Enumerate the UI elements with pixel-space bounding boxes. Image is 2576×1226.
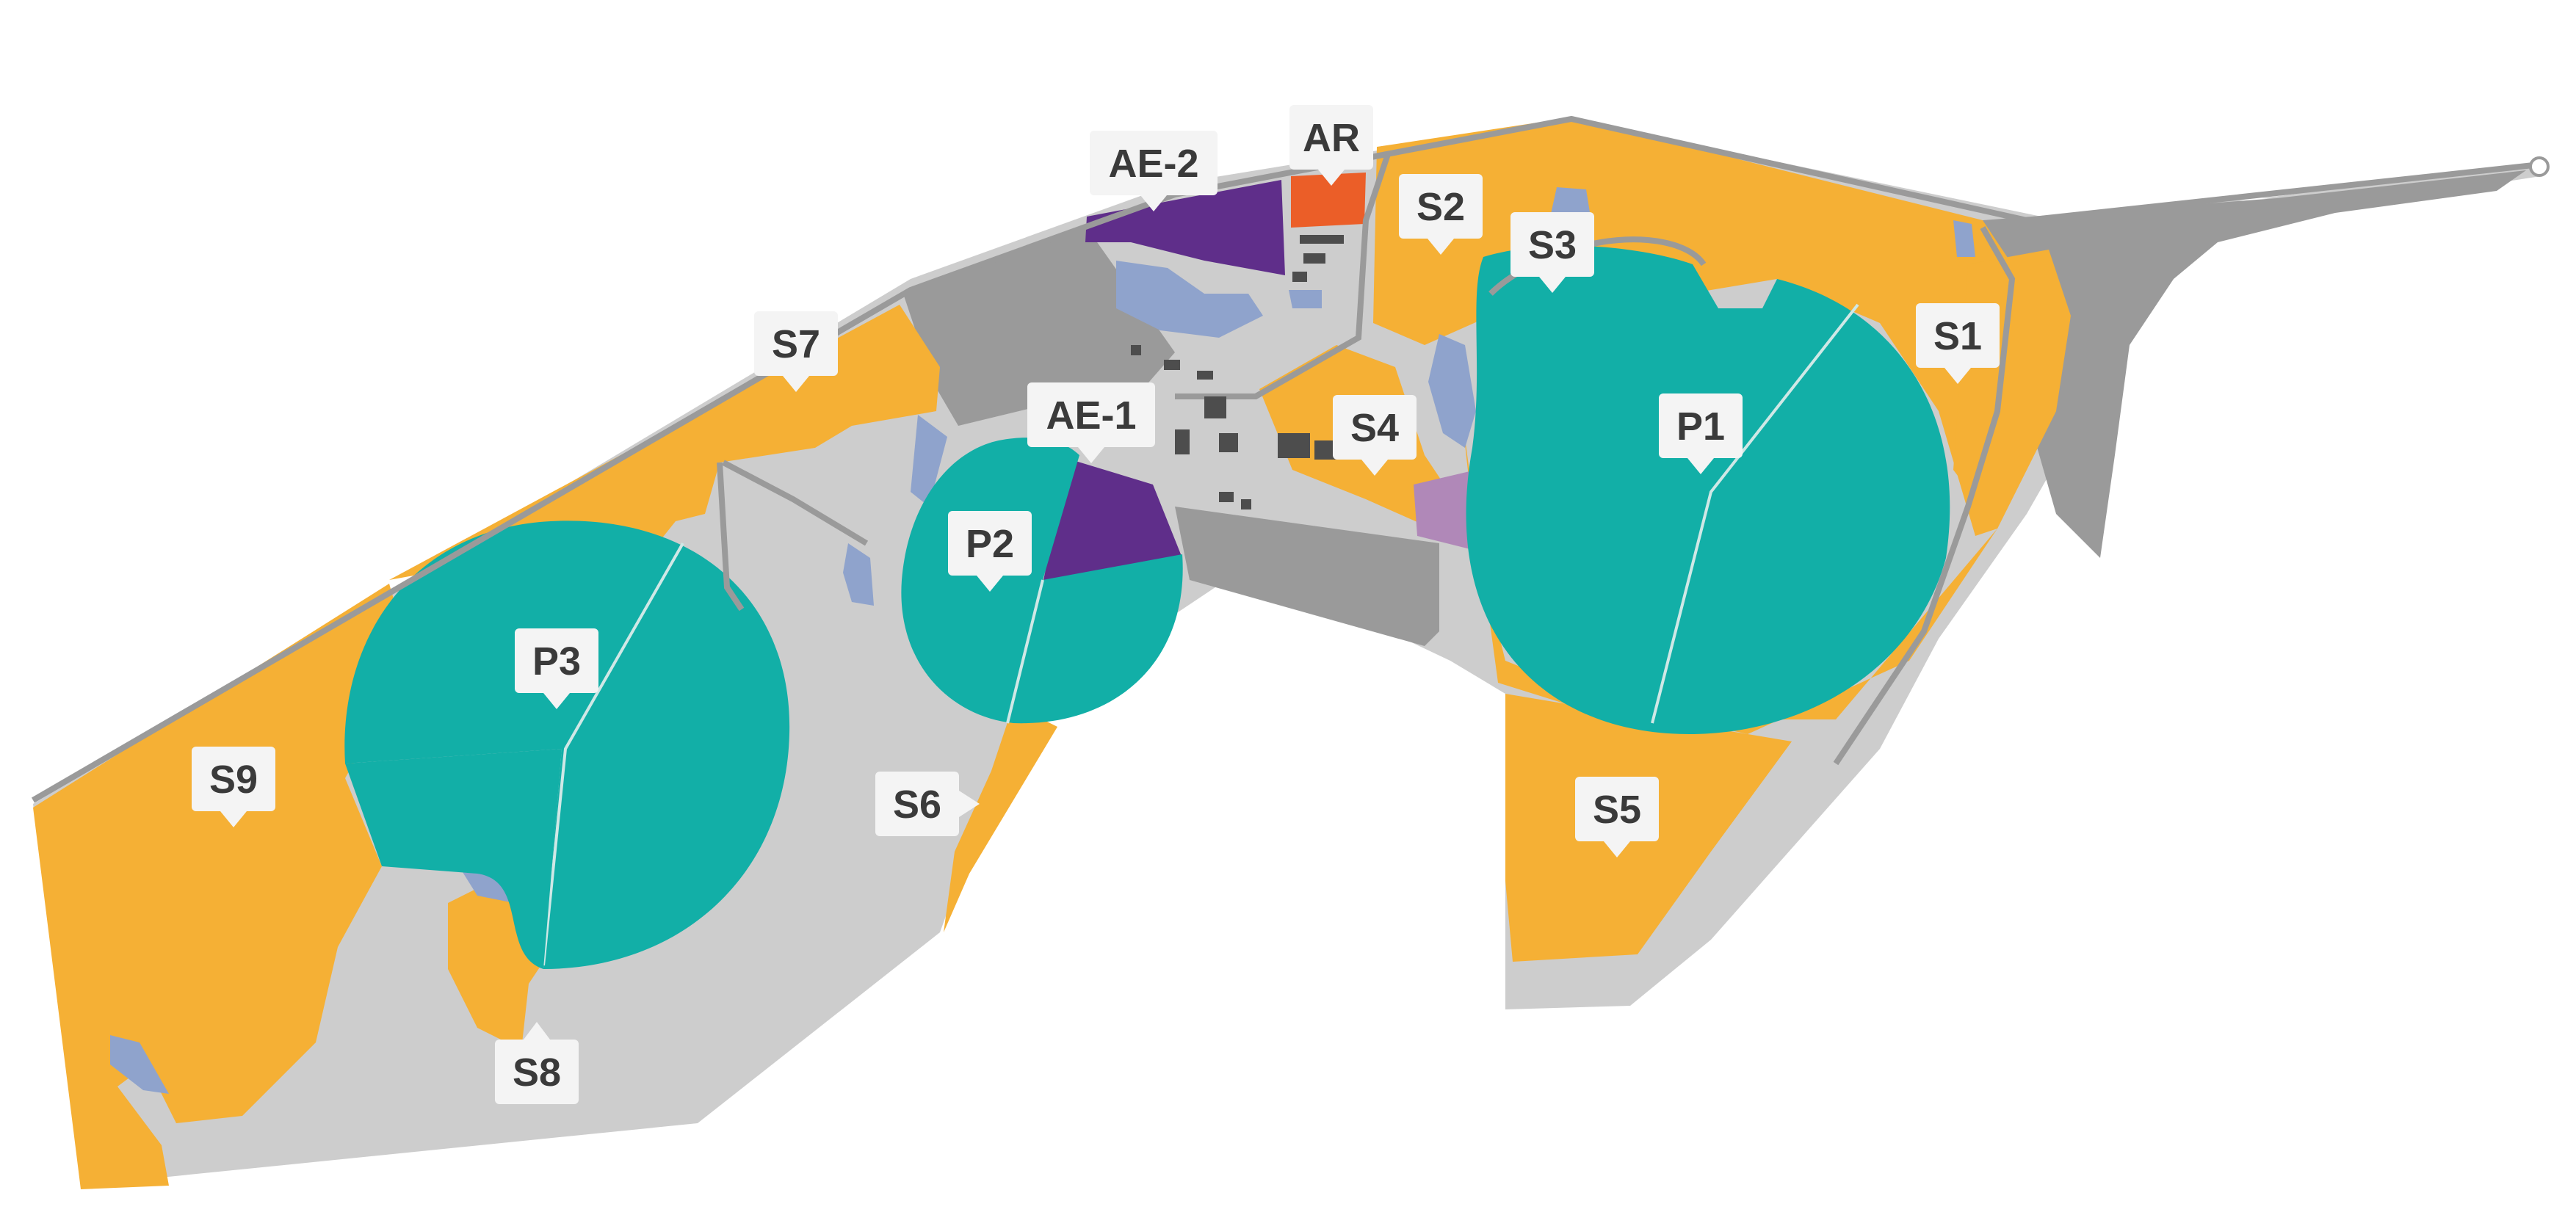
label-s2[interactable]: S2: [1399, 174, 1483, 255]
paved-northwest: [903, 228, 1175, 426]
road-internal-south: [717, 462, 745, 612]
label-s4[interactable]: S4: [1333, 395, 1417, 476]
zone-ae-2: [1085, 180, 1285, 275]
building: [1219, 492, 1234, 502]
zone-p1: [1466, 245, 1950, 734]
road-end-node: [2529, 156, 2550, 177]
zone-ae-light: [1414, 470, 1476, 551]
pond-s2: [1428, 334, 1476, 448]
p3-divider: [542, 543, 684, 966]
label-s3-text: S3: [1528, 223, 1577, 267]
label-s8[interactable]: S8: [495, 1022, 579, 1104]
label-s9-text: S9: [209, 758, 258, 802]
building: [1292, 272, 1307, 282]
building: [1219, 433, 1238, 452]
building: [1300, 235, 1344, 244]
label-s1-text: S1: [1933, 314, 1982, 358]
label-markers: AR AE-2 AE-1 S2 S3 S1: [192, 105, 2000, 1104]
paved-central-lot: [1175, 507, 1439, 646]
label-ae-2-text: AE-2: [1108, 142, 1198, 186]
zone-ae-1: [1043, 459, 1182, 584]
building: [1164, 360, 1180, 370]
pivot-fields: [344, 245, 1950, 969]
label-s5[interactable]: S5: [1575, 777, 1659, 857]
pond-southwest: [110, 1035, 169, 1094]
building: [1131, 345, 1141, 355]
zone-ar: [1291, 173, 1366, 228]
label-p2-text: P2: [966, 522, 1014, 566]
p1-divider: [1651, 303, 1859, 724]
road-east-loop: [1833, 226, 2016, 766]
pond-west-2: [843, 543, 874, 606]
label-s2-text: S2: [1417, 185, 1465, 229]
label-s5-text: S5: [1593, 788, 1641, 832]
road-internal-west: [722, 460, 869, 546]
label-ae-1[interactable]: AE-1: [1027, 382, 1155, 463]
road-ar-access: [1175, 153, 1391, 399]
label-ae-2[interactable]: AE-2: [1090, 131, 1218, 211]
access-zones: [1043, 173, 1476, 584]
label-ar[interactable]: AR: [1289, 105, 1373, 186]
label-s3[interactable]: S3: [1510, 212, 1594, 293]
building: [1204, 396, 1226, 418]
building: [1278, 433, 1310, 458]
zone-s9: [33, 584, 411, 1189]
building: [1303, 253, 1325, 264]
paved-east: [1983, 170, 2526, 558]
label-p2[interactable]: P2: [948, 511, 1032, 592]
building: [1241, 499, 1251, 509]
label-s7[interactable]: S7: [754, 311, 838, 392]
label-p3-text: P3: [532, 639, 581, 683]
label-ae-1-text: AE-1: [1046, 393, 1136, 438]
label-ar-text: AR: [1303, 116, 1360, 160]
label-s9[interactable]: S9: [192, 747, 275, 827]
paved-layer: [903, 170, 2526, 646]
label-s6[interactable]: S6: [875, 772, 980, 836]
label-s4-text: S4: [1350, 406, 1399, 450]
label-s7-text: S7: [772, 322, 820, 366]
building: [1197, 371, 1213, 380]
label-s6-text: S6: [893, 783, 941, 827]
pond-north: [1116, 261, 1263, 338]
pond-west-1: [911, 415, 947, 507]
p2-divider: [1006, 579, 1044, 724]
pond-east: [1953, 220, 1975, 257]
building: [1175, 429, 1190, 454]
label-s1[interactable]: S1: [1916, 303, 2000, 384]
label-p1[interactable]: P1: [1659, 393, 1743, 474]
pond-ar: [1289, 290, 1322, 308]
label-s8-text: S8: [513, 1051, 561, 1095]
label-p1-text: P1: [1676, 405, 1725, 449]
zone-s6: [944, 705, 1057, 932]
label-p3[interactable]: P3: [515, 628, 598, 709]
zone-p3-wedge: [345, 749, 562, 969]
